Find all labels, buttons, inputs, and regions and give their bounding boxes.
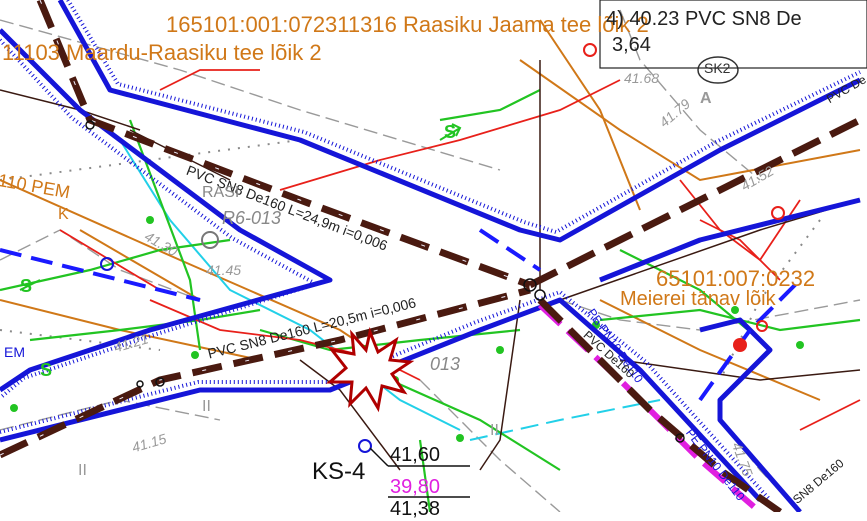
ks4-bottom-value: 41,38: [390, 498, 441, 520]
parcel-label-right: 65101:007:0232: [656, 266, 816, 291]
green-arrows: [19, 123, 462, 291]
hydrant-circle-icon: [201, 231, 219, 249]
roman-ii-a: II: [78, 462, 87, 479]
roman-ii-b: II: [202, 398, 211, 415]
manhole-circle-icon: [358, 439, 372, 453]
ks-callout: [369, 447, 470, 498]
manhole-circle-icon: [100, 257, 114, 271]
sk2-oval: [697, 56, 739, 84]
letter-a: A: [700, 90, 712, 107]
letter-s-3: S: [40, 360, 53, 380]
r6-013-label: R6-013: [222, 208, 282, 228]
letter-s-2: S: [20, 276, 33, 296]
road-label-top: 11103 Maardu-Raasiku tee lõik 2: [2, 40, 322, 65]
pem-small-label: EM: [4, 344, 25, 360]
rasi-label: RASI: [202, 184, 240, 201]
letter-k: K: [58, 206, 69, 223]
road-edges: [0, 0, 862, 512]
ks4-top-value: 41,60: [390, 444, 441, 466]
value-364: 3,64: [612, 34, 651, 56]
elevation-41-45: 41.45: [206, 262, 242, 278]
red-circle-icon: [756, 320, 768, 332]
letter-s-1: S: [444, 122, 457, 142]
cyan-lines: [119, 139, 661, 441]
parcel-label-top: 165101:001:072311316 Raasiku Jaama tee l…: [166, 12, 649, 37]
red-circle-icon: [771, 206, 785, 220]
road-ticks: [0, 0, 861, 502]
pipe-label-top-right: 4) 40.23 PVC SN8 De: [606, 8, 802, 30]
road-label-right: Meierei tänav lõik: [620, 288, 776, 310]
manhole-nodes: [85, 120, 685, 443]
explosion-star-icon: [326, 326, 415, 413]
red-circle-icon: [583, 43, 597, 57]
red-node-icon: [733, 338, 747, 352]
storm-pipes: [0, 228, 802, 402]
elevation-41-68: 41.68: [624, 70, 660, 86]
sewer-centerline: [0, 0, 531, 456]
ks4-mid-value: 39,80: [390, 476, 441, 498]
pipe-label-box: [599, 0, 867, 69]
r6-013b-label: 013: [430, 354, 461, 374]
ks4-label: KS-4: [312, 458, 366, 485]
sk2-label: SK2: [704, 60, 731, 76]
roman-ii-c: II: [490, 422, 499, 439]
